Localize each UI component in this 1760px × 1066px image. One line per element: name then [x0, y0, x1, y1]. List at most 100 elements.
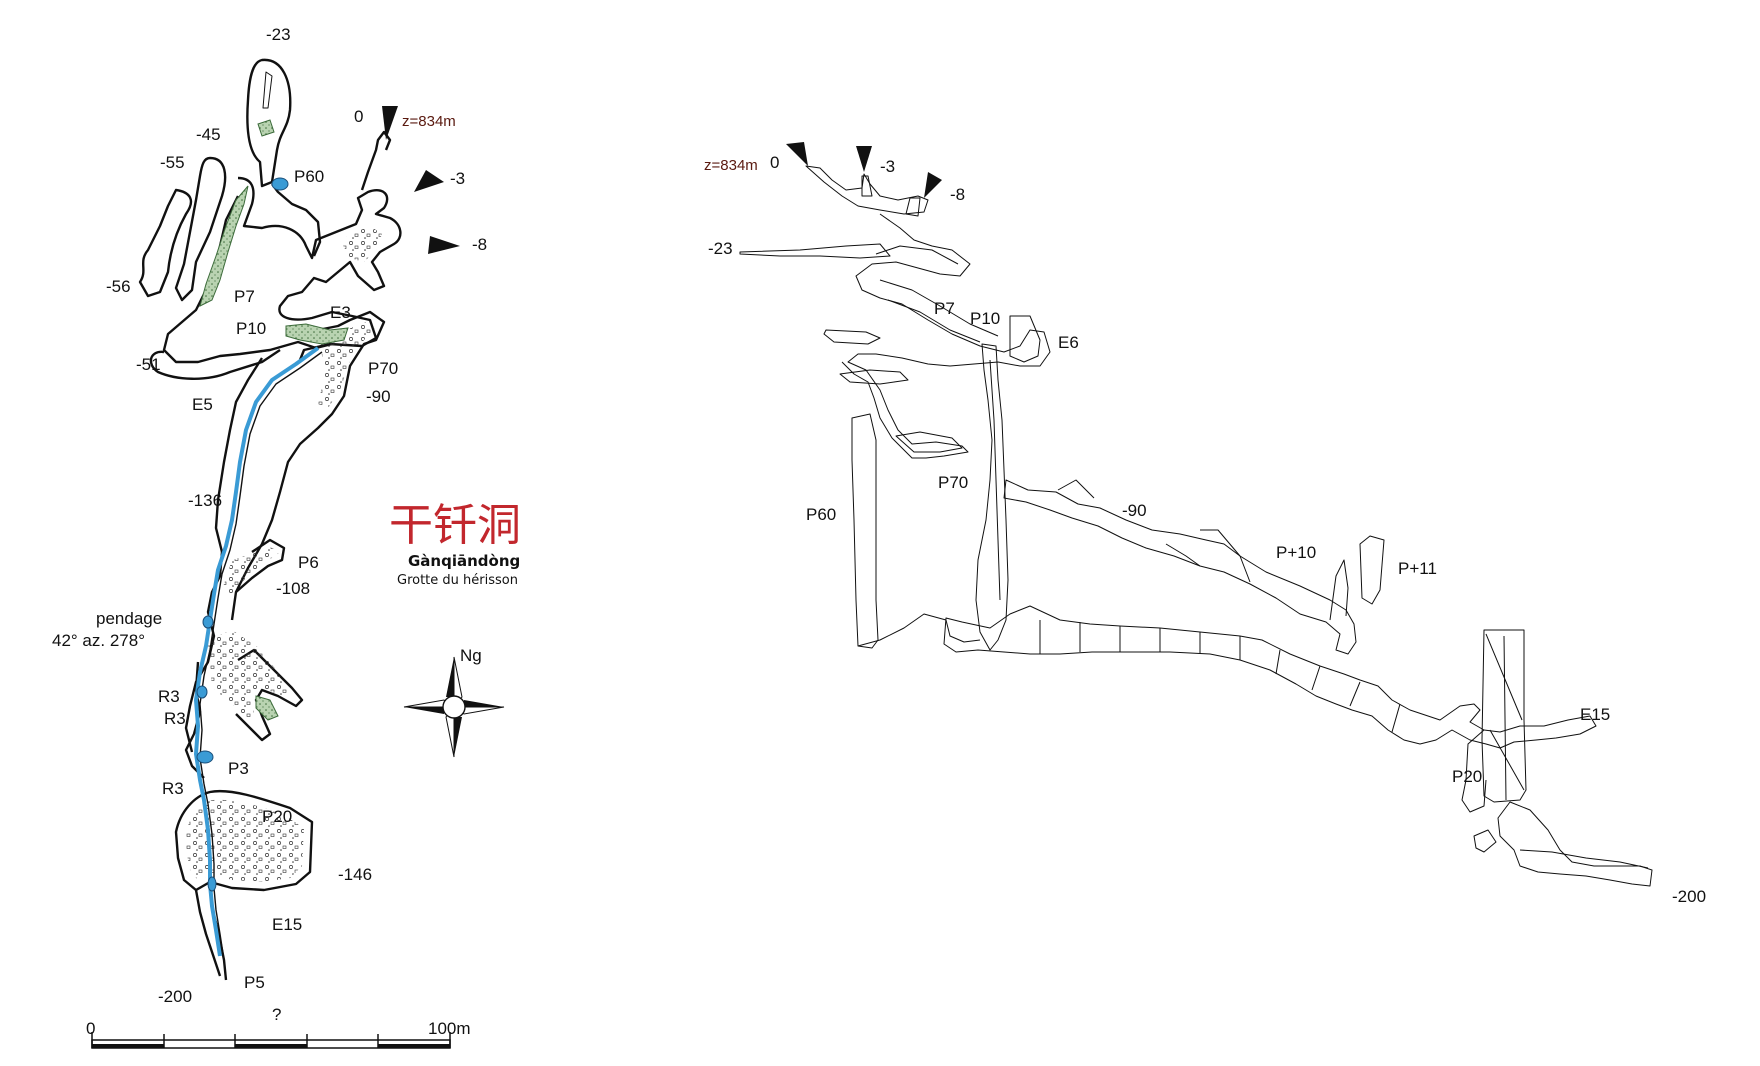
- plan-label-e3: E3: [330, 303, 351, 322]
- profile-entrance-3: [861, 175, 873, 197]
- sump-mid: [202, 615, 214, 629]
- profile-label-d90: -90: [1122, 501, 1147, 520]
- plan-label-d146: -146: [338, 865, 372, 884]
- plan-label-d55: -55: [160, 153, 185, 172]
- plan-stream: [194, 346, 320, 957]
- scale-bar-seg-3: [378, 1044, 450, 1048]
- profile-minus90-spurs: [1057, 479, 1251, 583]
- profile-label-p7: P7: [934, 299, 955, 318]
- title-chinese: 干钎洞: [389, 500, 521, 551]
- profile-sump-spur: [1473, 829, 1497, 853]
- profile-p10-shaft-inner: [989, 359, 1001, 601]
- rubble-r3-zone: [208, 630, 290, 720]
- plan-passage-main-upper: [237, 176, 402, 361]
- vegetation-lobe: [257, 119, 275, 137]
- scale-label-start: 0: [86, 1019, 95, 1038]
- profile-view: [739, 165, 1653, 887]
- compass-label: Ng: [460, 646, 482, 665]
- profile-west-stubs: [823, 329, 909, 385]
- vegetation-e3: [285, 323, 349, 345]
- profile-p60-shaft: [851, 413, 879, 649]
- rubble-p20-chamber: [186, 799, 304, 882]
- plan-entrance-arrow-3: [414, 170, 444, 192]
- profile-label-z: z=834m: [704, 157, 758, 174]
- plan-stream-edge: [199, 351, 323, 961]
- plan-label-d108: -108: [276, 579, 310, 598]
- profile-label-d8: -8: [950, 185, 965, 204]
- profile-e15-shaft: [1481, 629, 1527, 803]
- sump-p20: [207, 876, 217, 892]
- plan-label-d56: -56: [106, 277, 131, 296]
- plan-entrance-arrow-0: [382, 106, 398, 140]
- plan-passage-e5-bay: [149, 349, 281, 380]
- scale-bar: 0 100m: [86, 1019, 471, 1049]
- plan-passage-north-tail: [360, 130, 392, 191]
- plan-labels: -23 0 z=834m -3 -8 -45 -55 P60 -56 P7 P1…: [52, 25, 487, 1024]
- plan-passage-p5-tail: [194, 889, 222, 977]
- profile-label-d0: 0: [770, 153, 779, 172]
- title-pinyin: Gànqiāndòng: [408, 552, 520, 570]
- profile-e6-chamber: [1009, 315, 1041, 363]
- plan-passage-top-lobe: [246, 58, 292, 188]
- plan-entrance-arrows: [382, 106, 460, 254]
- plan-label-e15: E15: [272, 915, 302, 934]
- profile-p70-ledge: [895, 431, 963, 453]
- scale-bar-ticks: [91, 1032, 451, 1048]
- profile-label-d200: -200: [1672, 887, 1706, 906]
- sump-p3: [196, 750, 214, 764]
- profile-terminal-gallery-east: [1519, 849, 1649, 869]
- plan-label-p20: P20: [262, 807, 292, 826]
- plan-label-d136: -136: [188, 491, 222, 510]
- profile-p60-bottom: [857, 613, 981, 647]
- vegetation-north-ramp: [199, 185, 249, 307]
- profile-entrance-arrow-8: [924, 172, 942, 198]
- sump-p60: [271, 177, 289, 191]
- profile-label-p20: P20: [1452, 767, 1482, 786]
- compass-rose: Ng: [403, 646, 505, 758]
- profile-p20-shaft: [1461, 729, 1487, 813]
- plan-rubble: [186, 226, 382, 882]
- plan-passage-p70-east: [230, 310, 386, 621]
- plan-vegetation: [199, 119, 349, 721]
- scale-label-end: 100m: [428, 1019, 471, 1038]
- plan-label-p70: P70: [368, 359, 398, 378]
- profile-upper-gallery: [841, 213, 1051, 459]
- scale-bar-seg-1: [92, 1044, 164, 1048]
- profile-entrance-arrow-0: [786, 142, 808, 166]
- profile-labels: z=834m 0 -3 -8 -23 P7 P10 E6 P70 P60 -90…: [704, 153, 1706, 906]
- profile-minus23-spur: [739, 243, 891, 259]
- plan-label-p60: P60: [294, 167, 324, 186]
- vegetation-r3: [255, 695, 279, 721]
- profile-label-d23: -23: [708, 239, 733, 258]
- plan-label-r3a: R3: [158, 687, 180, 706]
- profile-label-d3: -3: [880, 157, 895, 176]
- scale-bar-seg-2: [235, 1044, 307, 1048]
- profile-label-pp11: P+11: [1398, 559, 1437, 578]
- profile-main-lower-gallery-inner: [1039, 620, 1401, 733]
- rubble-p6-zone: [222, 546, 280, 596]
- profile-main-lower-gallery: [943, 605, 1597, 749]
- rubble-p70-zone: [318, 322, 376, 408]
- profile-e15-shaft-inner: [1485, 633, 1525, 801]
- plan-label-d0: 0: [354, 107, 363, 126]
- plan-label-d51: -51: [136, 355, 161, 374]
- profile-label-p10: P10: [970, 309, 1000, 328]
- plan-entrance-arrow-8: [428, 236, 460, 254]
- plan-label-d200: -200: [158, 987, 192, 1006]
- title-block: 干钎洞 Gànqiāndòng Grotte du hérisson: [389, 500, 521, 588]
- title-french: Grotte du hérisson: [397, 573, 518, 588]
- plan-label-p6: P6: [298, 553, 319, 572]
- plan-label-p10: P10: [236, 319, 266, 338]
- rubble-upper-zone: [340, 226, 382, 262]
- plan-passage-p6: [235, 538, 286, 593]
- plan-label-d8: -8: [472, 235, 487, 254]
- plan-label-d3: -3: [450, 169, 465, 188]
- plan-label-p5: P5: [244, 973, 265, 992]
- profile-p10-shaft: [975, 343, 1009, 651]
- plan-label-p7: P7: [234, 287, 255, 306]
- plan-label-d45: -45: [196, 125, 221, 144]
- plan-passage-inner-lobe: [262, 71, 273, 109]
- profile-entrance-series: [805, 165, 929, 215]
- plan-water: [194, 346, 323, 961]
